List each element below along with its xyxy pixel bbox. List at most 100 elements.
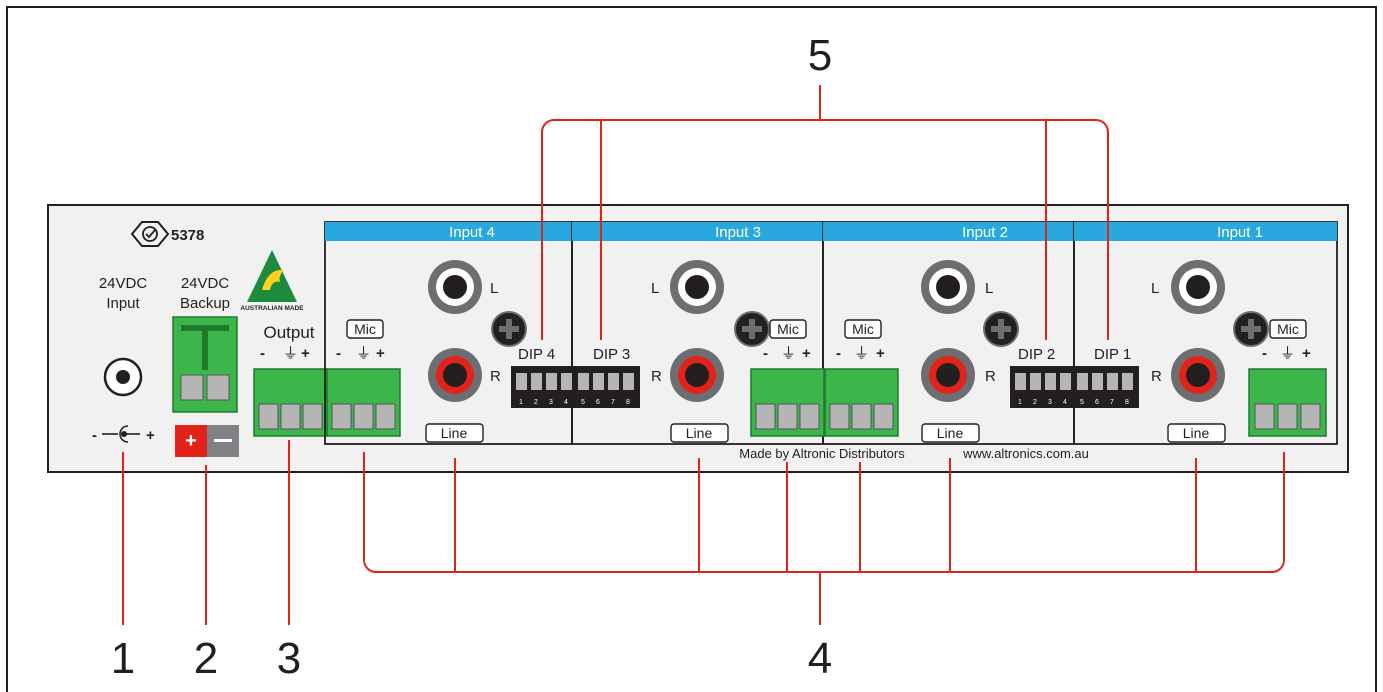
dip-number: 8 (626, 399, 630, 406)
callout-1-number: 1 (111, 634, 135, 683)
input-4-right-label: R (490, 368, 501, 385)
input-2-title: Input 2 (962, 224, 1008, 241)
input-1-mic-minus: - (1262, 345, 1267, 362)
dip-number: 6 (596, 399, 600, 406)
input-1-left-label: L (1151, 280, 1159, 297)
dc-plus-sign: + (146, 427, 155, 444)
dip-switch-4-3: DIP 4 DIP 3 1 2 3 4 5 6 7 8 (511, 346, 640, 408)
output-minus: - (260, 345, 265, 362)
input-1-title: Input 1 (1217, 224, 1263, 241)
input-2-header (823, 222, 1074, 241)
australian-made-logo: AUSTRALIAN MADE (240, 250, 304, 312)
input-4-mic-plus: + (376, 345, 385, 362)
input-4-ground-screw-icon (491, 311, 527, 347)
input-2-right-label: R (985, 368, 996, 385)
dc-minus-sign: - (92, 427, 97, 444)
dc-input-label-line1: 24VDC (99, 275, 148, 292)
input-2-mic-minus: - (836, 345, 841, 362)
input-4-left-label: L (490, 280, 498, 297)
input-1-ground-icon: ⏚ (1280, 345, 1295, 362)
dc-jack-pin (116, 370, 130, 384)
output-plus: + (301, 345, 310, 362)
dip-number: 6 (1095, 399, 1099, 406)
dc-backup-section: 24VDC Backup + (172, 275, 239, 457)
input-4-rca-right: R (428, 348, 501, 402)
dip-number: 4 (564, 399, 568, 406)
input-1-line-label: Line (1167, 423, 1226, 443)
output-section: Output - ⏚ + (253, 323, 328, 437)
input-2-rca-right: R (921, 348, 996, 402)
dip-number: 8 (1125, 399, 1129, 406)
callout-4-leader (363, 452, 1285, 625)
dip-2-label: DIP 2 (1018, 346, 1055, 363)
input-1-mic-plus: + (1302, 345, 1311, 362)
input-2-mic-plus: + (876, 345, 885, 362)
dip-3-label: DIP 3 (593, 346, 630, 363)
dc-input-section: 24VDC Input - + (92, 275, 155, 444)
callout-5-leader (541, 85, 1109, 340)
dip-1-label: DIP 1 (1094, 346, 1131, 363)
dip-number: 1 (519, 399, 523, 406)
input-3-mic-terminal: Mic - ⏚ + (750, 319, 825, 437)
callout-3-number: 3 (277, 634, 301, 683)
dip-switch-2-1: DIP 2 DIP 1 1 2 3 4 5 6 7 8 (1010, 346, 1139, 408)
input-4-line-text: Line (441, 425, 468, 441)
input-3-line-label: Line (670, 423, 729, 443)
dip-number: 4 (1063, 399, 1067, 406)
dip-number: 1 (1018, 399, 1022, 406)
input-2-line-label: Line (921, 423, 980, 443)
output-ground-icon: ⏚ (283, 345, 298, 362)
input-4-line-label: Line (425, 423, 484, 443)
backup-minus-bar (214, 439, 232, 442)
dip-number: 2 (1033, 399, 1037, 406)
input-2-line-text: Line (937, 425, 964, 441)
input-2-mic-label: Mic (852, 321, 874, 337)
input-4-header (325, 222, 572, 241)
backup-label-line2: Backup (180, 295, 230, 312)
input-1-line-text: Line (1183, 425, 1210, 441)
input-3-mic-label: Mic (777, 321, 799, 337)
input-3-ground-icon: ⏚ (781, 345, 796, 362)
input-1-right-label: R (1151, 368, 1162, 385)
input-3-rca-right: R (651, 348, 724, 402)
input-3-title: Input 3 (715, 224, 761, 241)
input-3-left-label: L (651, 280, 659, 297)
input-1-rca-right: R (1151, 348, 1225, 402)
australian-made-text: AUSTRALIAN MADE (240, 305, 304, 312)
input-4-title: Input 4 (449, 224, 495, 241)
dip-number: 7 (611, 399, 615, 406)
input-2-left-label: L (985, 280, 993, 297)
input-3-rca-left: L (651, 260, 724, 314)
dip-number: 7 (1110, 399, 1114, 406)
input-1-rca-left: L (1151, 260, 1225, 314)
output-label: Output (263, 323, 314, 342)
website-text: www.altronics.com.au (962, 446, 1089, 461)
dip-number: 5 (1080, 399, 1084, 406)
dip-number: 3 (1048, 399, 1052, 406)
approval-number: 5378 (171, 227, 204, 244)
input-1-header (1074, 222, 1337, 241)
input-3-channel: Input 3 (571, 221, 824, 445)
input-3-line-text: Line (686, 425, 713, 441)
callout-4-number: 4 (808, 634, 832, 683)
dip-number: 5 (581, 399, 585, 406)
input-3-ground-screw-icon (734, 311, 770, 347)
dip-number: 2 (534, 399, 538, 406)
rcm-approval-mark: 5378 (130, 221, 204, 247)
input-3-mic-plus: + (802, 345, 811, 362)
input-1-ground-screw-icon (1233, 311, 1269, 347)
dip-4-label: DIP 4 (518, 346, 555, 363)
input-1-mic-terminal: Mic - ⏚ + (1248, 319, 1327, 437)
maker-text: Made by Altronic Distributors (739, 446, 905, 461)
input-4-mic-label: Mic (354, 321, 376, 337)
backup-plus-sign: + (185, 430, 197, 452)
input-1-mic-label: Mic (1277, 321, 1299, 337)
input-4-mic-terminal: Mic - ⏚ + (326, 319, 401, 437)
input-3-right-label: R (651, 368, 662, 385)
input-4-mic-minus: - (336, 345, 341, 362)
callout-5-number: 5 (808, 31, 832, 80)
input-4-ground-icon: ⏚ (356, 345, 371, 362)
dip-number: 3 (549, 399, 553, 406)
input-2-mic-terminal: Mic - ⏚ + (824, 319, 899, 437)
